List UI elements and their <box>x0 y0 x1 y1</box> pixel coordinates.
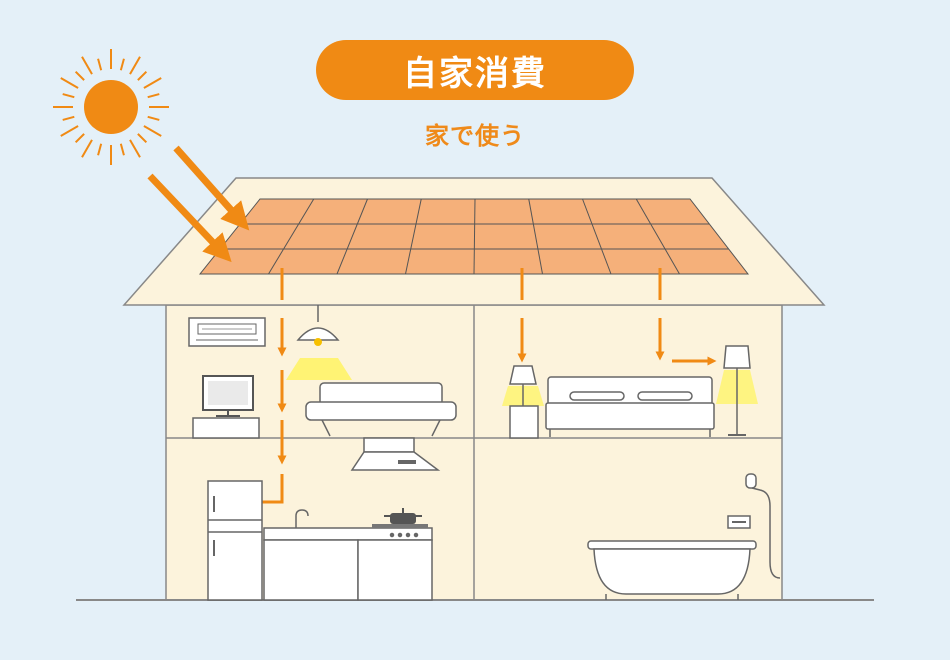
shower-icon <box>745 473 781 579</box>
kitchen-counter-icon <box>263 527 433 601</box>
sofa-icon <box>305 382 457 437</box>
sun-icon <box>53 49 169 165</box>
bed-icon <box>545 376 715 437</box>
cooking-pot-icon <box>372 508 428 528</box>
faucet-icon <box>295 509 309 528</box>
subtitle: 家で使う <box>425 122 525 150</box>
refrigerator-icon <box>207 480 263 601</box>
title-badge: 自家消費 <box>316 40 634 100</box>
ceiling-lamp-icon <box>286 305 352 380</box>
air-conditioner-icon <box>188 317 266 347</box>
floor-lamp-icon <box>716 345 758 436</box>
bath-controller-icon <box>727 515 751 529</box>
power-flow-arrows <box>251 268 717 507</box>
table-lamp-icon <box>502 365 544 439</box>
table-icon <box>350 437 441 471</box>
solar-panel-icon <box>198 198 750 275</box>
television-icon <box>192 375 260 439</box>
bathtub-icon <box>587 540 757 600</box>
